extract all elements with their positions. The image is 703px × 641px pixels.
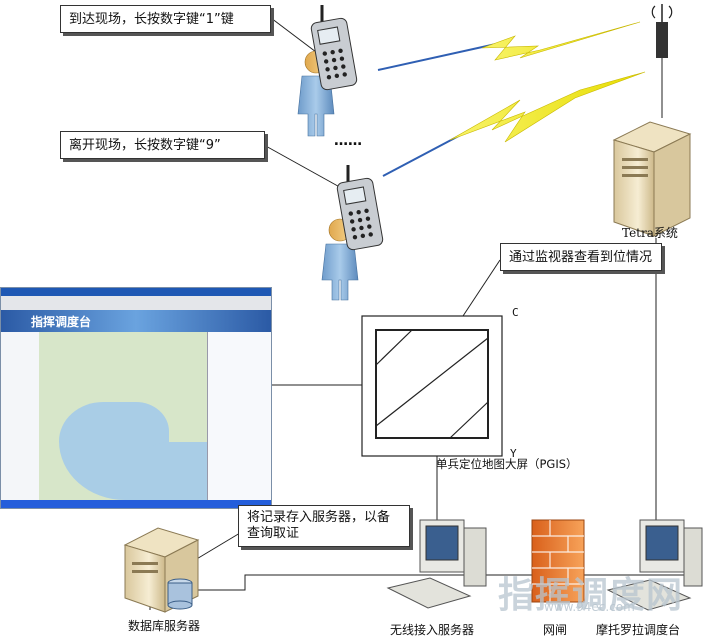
monitor-map-area bbox=[39, 332, 207, 500]
tetra-system-label: Tetra系统 bbox=[622, 226, 678, 240]
radio-wave-upper-left bbox=[377, 41, 506, 71]
radio-link-lower bbox=[382, 71, 646, 177]
antenna-icon bbox=[651, 4, 673, 58]
firewall-gateway-icon bbox=[531, 519, 585, 603]
wireless-access-server-label: 无线接入服务器 bbox=[390, 623, 475, 637]
motorola-dispatch-console-icon bbox=[606, 519, 703, 611]
connection-lines bbox=[149, 17, 700, 610]
radio-link-upper bbox=[377, 21, 641, 71]
dispatch-monitor-screenshot: 指挥调度台 bbox=[0, 287, 272, 509]
line-db-to-callout bbox=[194, 529, 246, 561]
pgis-screen-label: 单兵定位地图大屏（PGIS） bbox=[436, 457, 578, 471]
monitor-left-panel bbox=[1, 332, 40, 508]
database-server-label: 数据库服务器 bbox=[128, 619, 201, 633]
monitor-banner: 指挥调度台 bbox=[1, 310, 271, 332]
leave-callout: 离开现场，长按数字键“9” bbox=[60, 131, 265, 159]
two-way-radio-icon-1 bbox=[310, 5, 358, 91]
monitor-titlebar bbox=[1, 288, 271, 296]
lightning-bolt-lower bbox=[449, 71, 646, 143]
monitor-toolbar bbox=[1, 296, 271, 311]
record-callout: 将记录存入服务器，以备查询取证 bbox=[238, 505, 410, 547]
monitor-banner-text: 指挥调度台 bbox=[31, 315, 92, 329]
wireless-access-server-icon bbox=[386, 519, 487, 609]
line-monitor-callout-to-screen bbox=[462, 259, 501, 317]
line-arrive-callout-to-radio bbox=[270, 17, 321, 56]
screen-corner-c-label: C bbox=[512, 306, 519, 319]
gateway-label: 网闸 bbox=[543, 623, 568, 637]
watermark-url: www.94ec.com bbox=[544, 600, 635, 614]
monitor-right-panel bbox=[207, 332, 271, 508]
two-way-radio-icon-2 bbox=[336, 165, 384, 251]
lightning-bolt-upper bbox=[481, 21, 641, 61]
monitor-callout: 通过监视器查看到位情况 bbox=[500, 243, 662, 271]
watermark-logo: 指挥调度网 bbox=[498, 575, 684, 616]
line-leave-callout-to-radio bbox=[263, 144, 346, 191]
monitor-taskbar bbox=[1, 500, 271, 508]
monitor-map-bay bbox=[134, 442, 207, 500]
screen-corner-y-label: Y bbox=[510, 447, 517, 460]
ellipsis-label: …… bbox=[334, 133, 362, 149]
motorola-console-label: 摩托罗拉调度台 bbox=[596, 623, 681, 637]
pgis-big-screen-icon bbox=[361, 315, 503, 457]
arrive-callout: 到达现场，长按数字键“1”键 bbox=[60, 5, 271, 33]
tetra-server-icon bbox=[612, 121, 692, 237]
database-server-icon bbox=[123, 527, 200, 613]
